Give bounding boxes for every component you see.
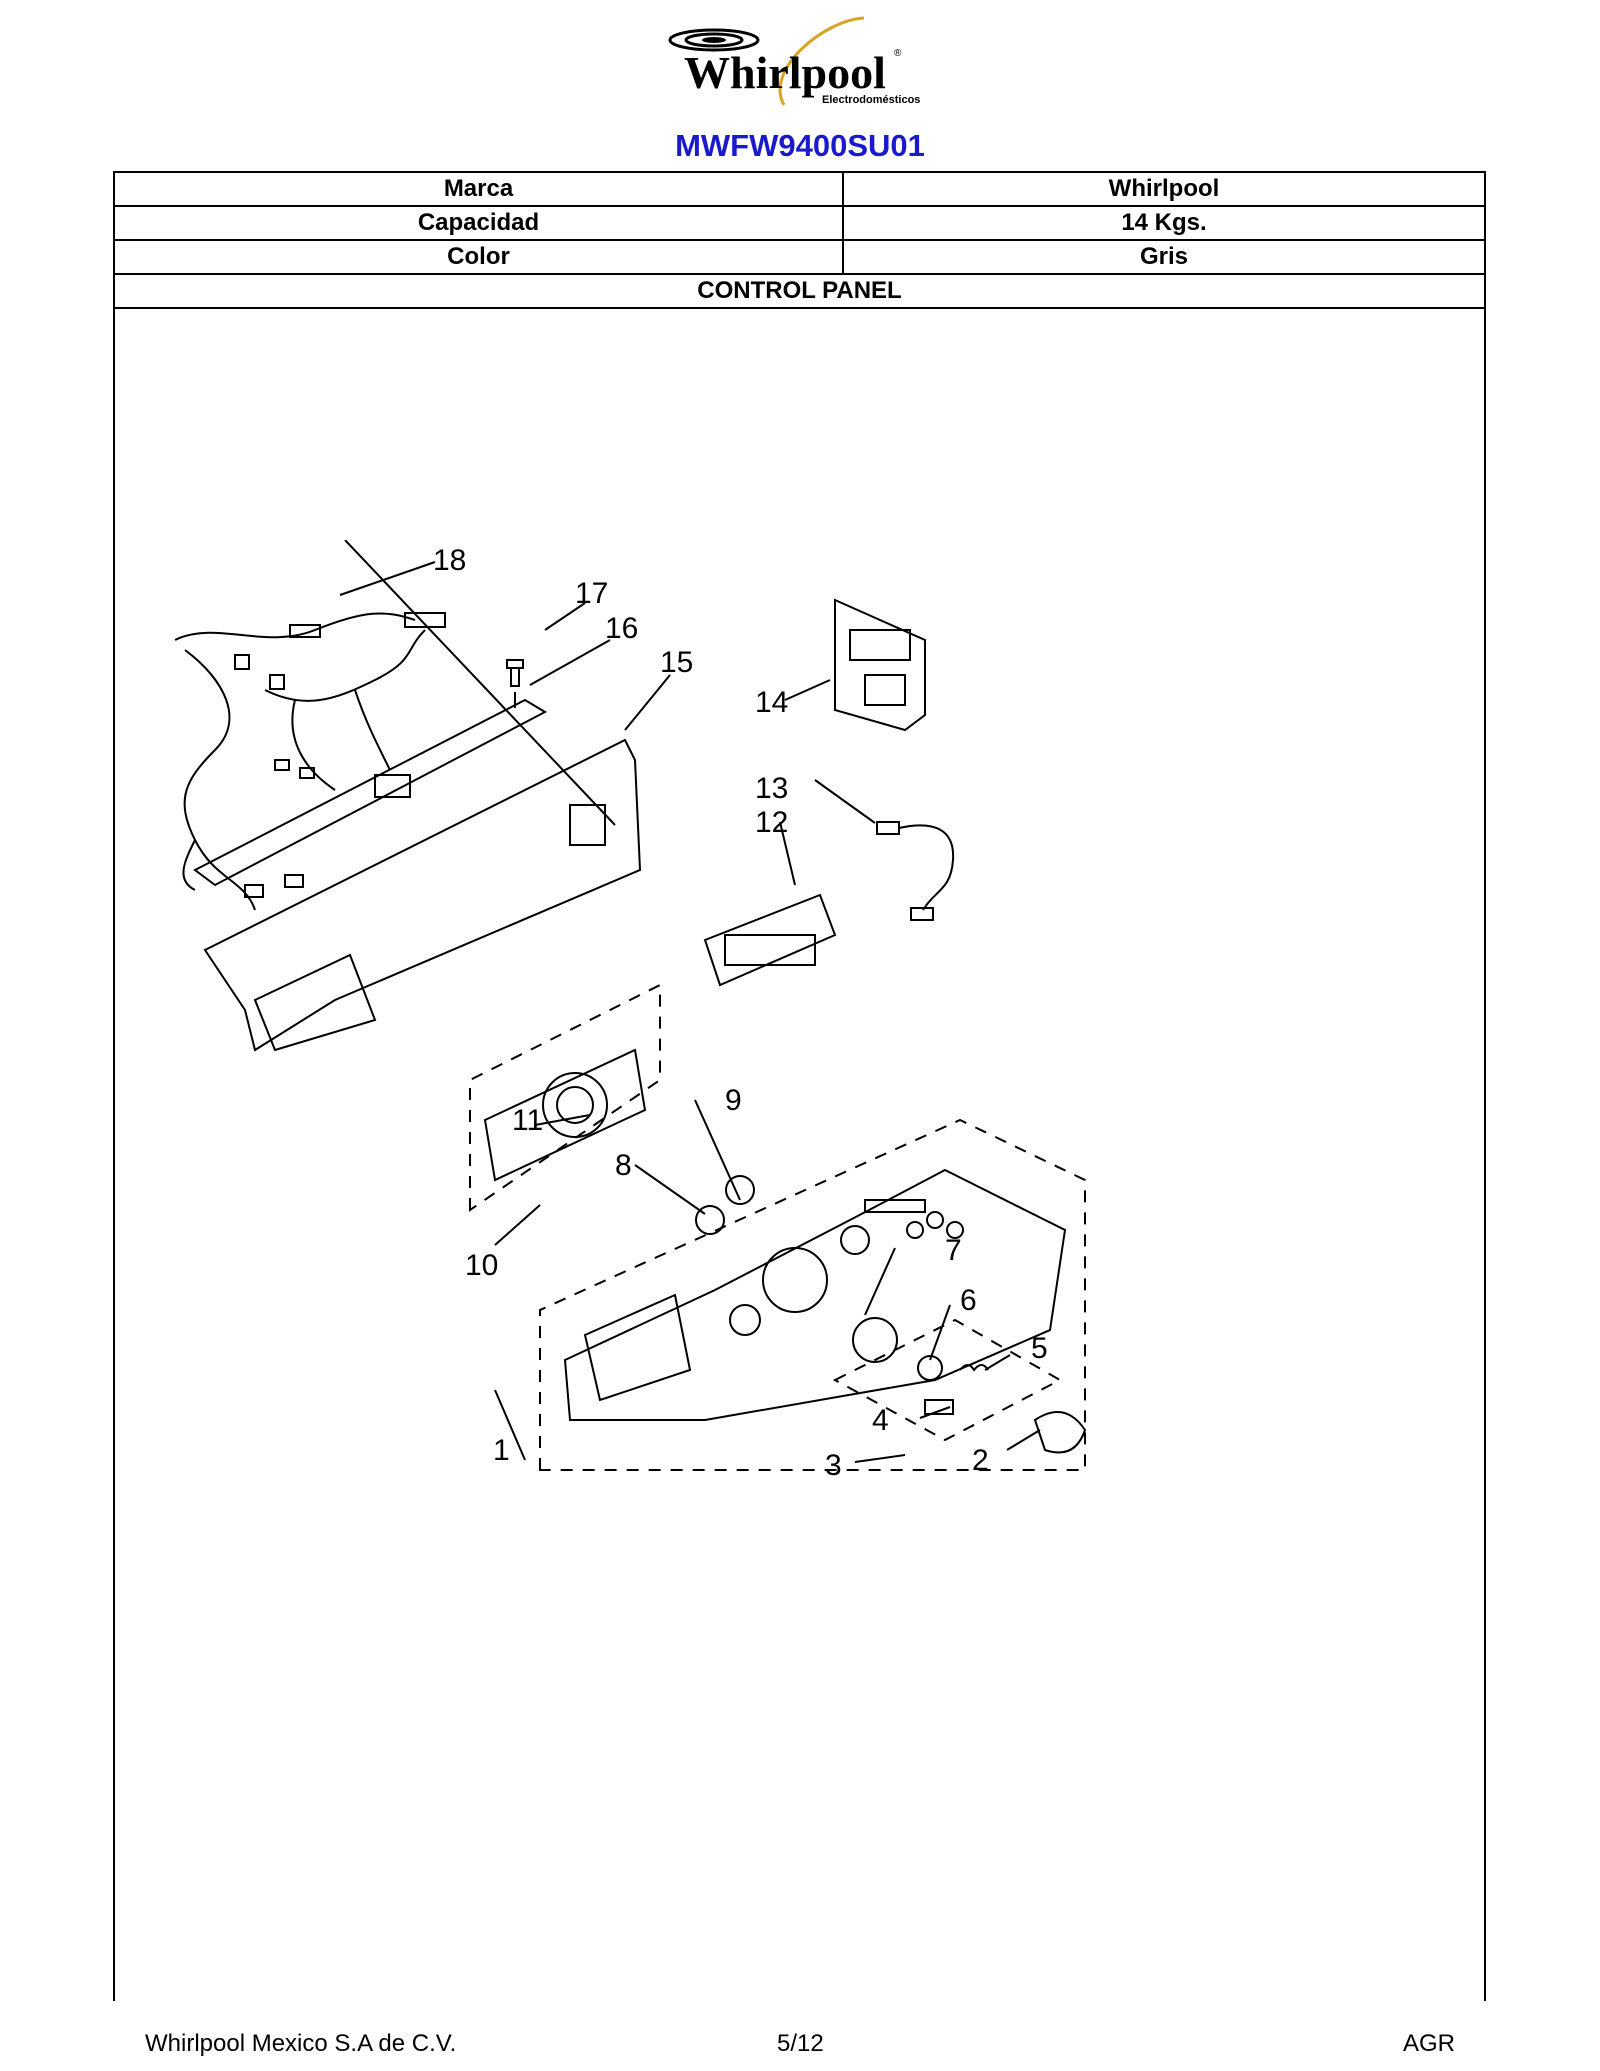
- spec-value: Gris: [842, 239, 1486, 275]
- callout-2: 2: [972, 1444, 989, 1477]
- logo-registered-mark: ®: [894, 48, 902, 59]
- part-4-illustration: [924, 1399, 954, 1415]
- callout-8: 8: [615, 1149, 632, 1182]
- footer-code: AGR: [1403, 2030, 1456, 2057]
- knob-8-illustration: [695, 1205, 725, 1235]
- ui-board-illustration: [703, 893, 837, 987]
- board-wire-illustration: [876, 821, 955, 921]
- table-row: CONTROL PANEL: [113, 273, 1486, 309]
- spec-label: Capacidad: [113, 205, 844, 241]
- callout-16: 16: [605, 612, 638, 645]
- callout-5: 5: [1031, 1332, 1048, 1365]
- spec-value: 14 Kgs.: [842, 205, 1486, 241]
- callout-9: 9: [725, 1084, 742, 1117]
- group-outline-3: [832, 1318, 1063, 1442]
- section-title: CONTROL PANEL: [113, 273, 1486, 309]
- table-row: Color Gris: [113, 239, 1486, 275]
- callout-6: 6: [960, 1284, 977, 1317]
- spec-label: Marca: [113, 171, 844, 207]
- group-outline-10: [469, 983, 661, 1212]
- callout-15: 15: [660, 646, 693, 679]
- callout-4: 4: [872, 1404, 889, 1437]
- model-number: MWFW9400SU01: [675, 128, 925, 163]
- spec-value: Whirlpool: [842, 171, 1486, 207]
- knob-2-illustration: [1033, 1411, 1087, 1454]
- spring-5-illustration: [959, 1364, 989, 1372]
- callout-leaders: [339, 561, 1041, 1463]
- insert-6-illustration: [917, 1355, 943, 1381]
- screw-illustration: [506, 659, 524, 708]
- logo-wordmark: Whirlpool: [684, 47, 886, 98]
- footer-company: Whirlpool Mexico S.A de C.V.: [145, 2030, 457, 2057]
- callout-3: 3: [825, 1449, 842, 1482]
- spec-table: Marca Whirlpool Capacidad 14 Kgs. Color …: [113, 171, 1486, 309]
- callout-7: 7: [945, 1234, 962, 1267]
- callout-14: 14: [755, 686, 788, 719]
- table-row: Marca Whirlpool: [113, 171, 1486, 207]
- footer-page-number: 5/12: [777, 2030, 824, 2057]
- knob-9-illustration: [725, 1175, 755, 1205]
- spec-label: Color: [113, 239, 844, 275]
- callout-numbers: 1 2 3 4 5 6 7 8 9 10 11 12 13 14 15 16 1…: [433, 544, 1048, 1482]
- console-front-illustration: [563, 1168, 1067, 1421]
- callout-10: 10: [465, 1249, 498, 1282]
- console-rear-panel-illustration: [203, 540, 642, 1052]
- callout-1: 1: [493, 1434, 510, 1467]
- exploded-parts-diagram: 1 2 3 4 5 6 7 8 9 10 11 12 13 14 15 16 1…: [174, 540, 1087, 1482]
- callout-12: 12: [755, 806, 788, 839]
- table-row: Capacidad 14 Kgs.: [113, 205, 1486, 241]
- bracket-strip-illustration: [193, 698, 548, 887]
- callout-17: 17: [575, 577, 608, 610]
- main-control-board-illustration: [834, 598, 926, 732]
- callout-11: 11: [512, 1104, 543, 1137]
- group-outline-1: [539, 1118, 1086, 1471]
- whirlpool-logo: Whirlpool ® Electrodomésticos: [668, 16, 920, 106]
- callout-18: 18: [433, 544, 466, 577]
- callout-13: 13: [755, 772, 788, 805]
- logo-subtitle: Electrodomésticos: [822, 94, 920, 106]
- dial-housing-illustration: [483, 1048, 647, 1182]
- knob-7-illustration: [852, 1317, 898, 1363]
- page-footer: Whirlpool Mexico S.A de C.V. 5/12 AGR: [0, 2030, 1600, 2066]
